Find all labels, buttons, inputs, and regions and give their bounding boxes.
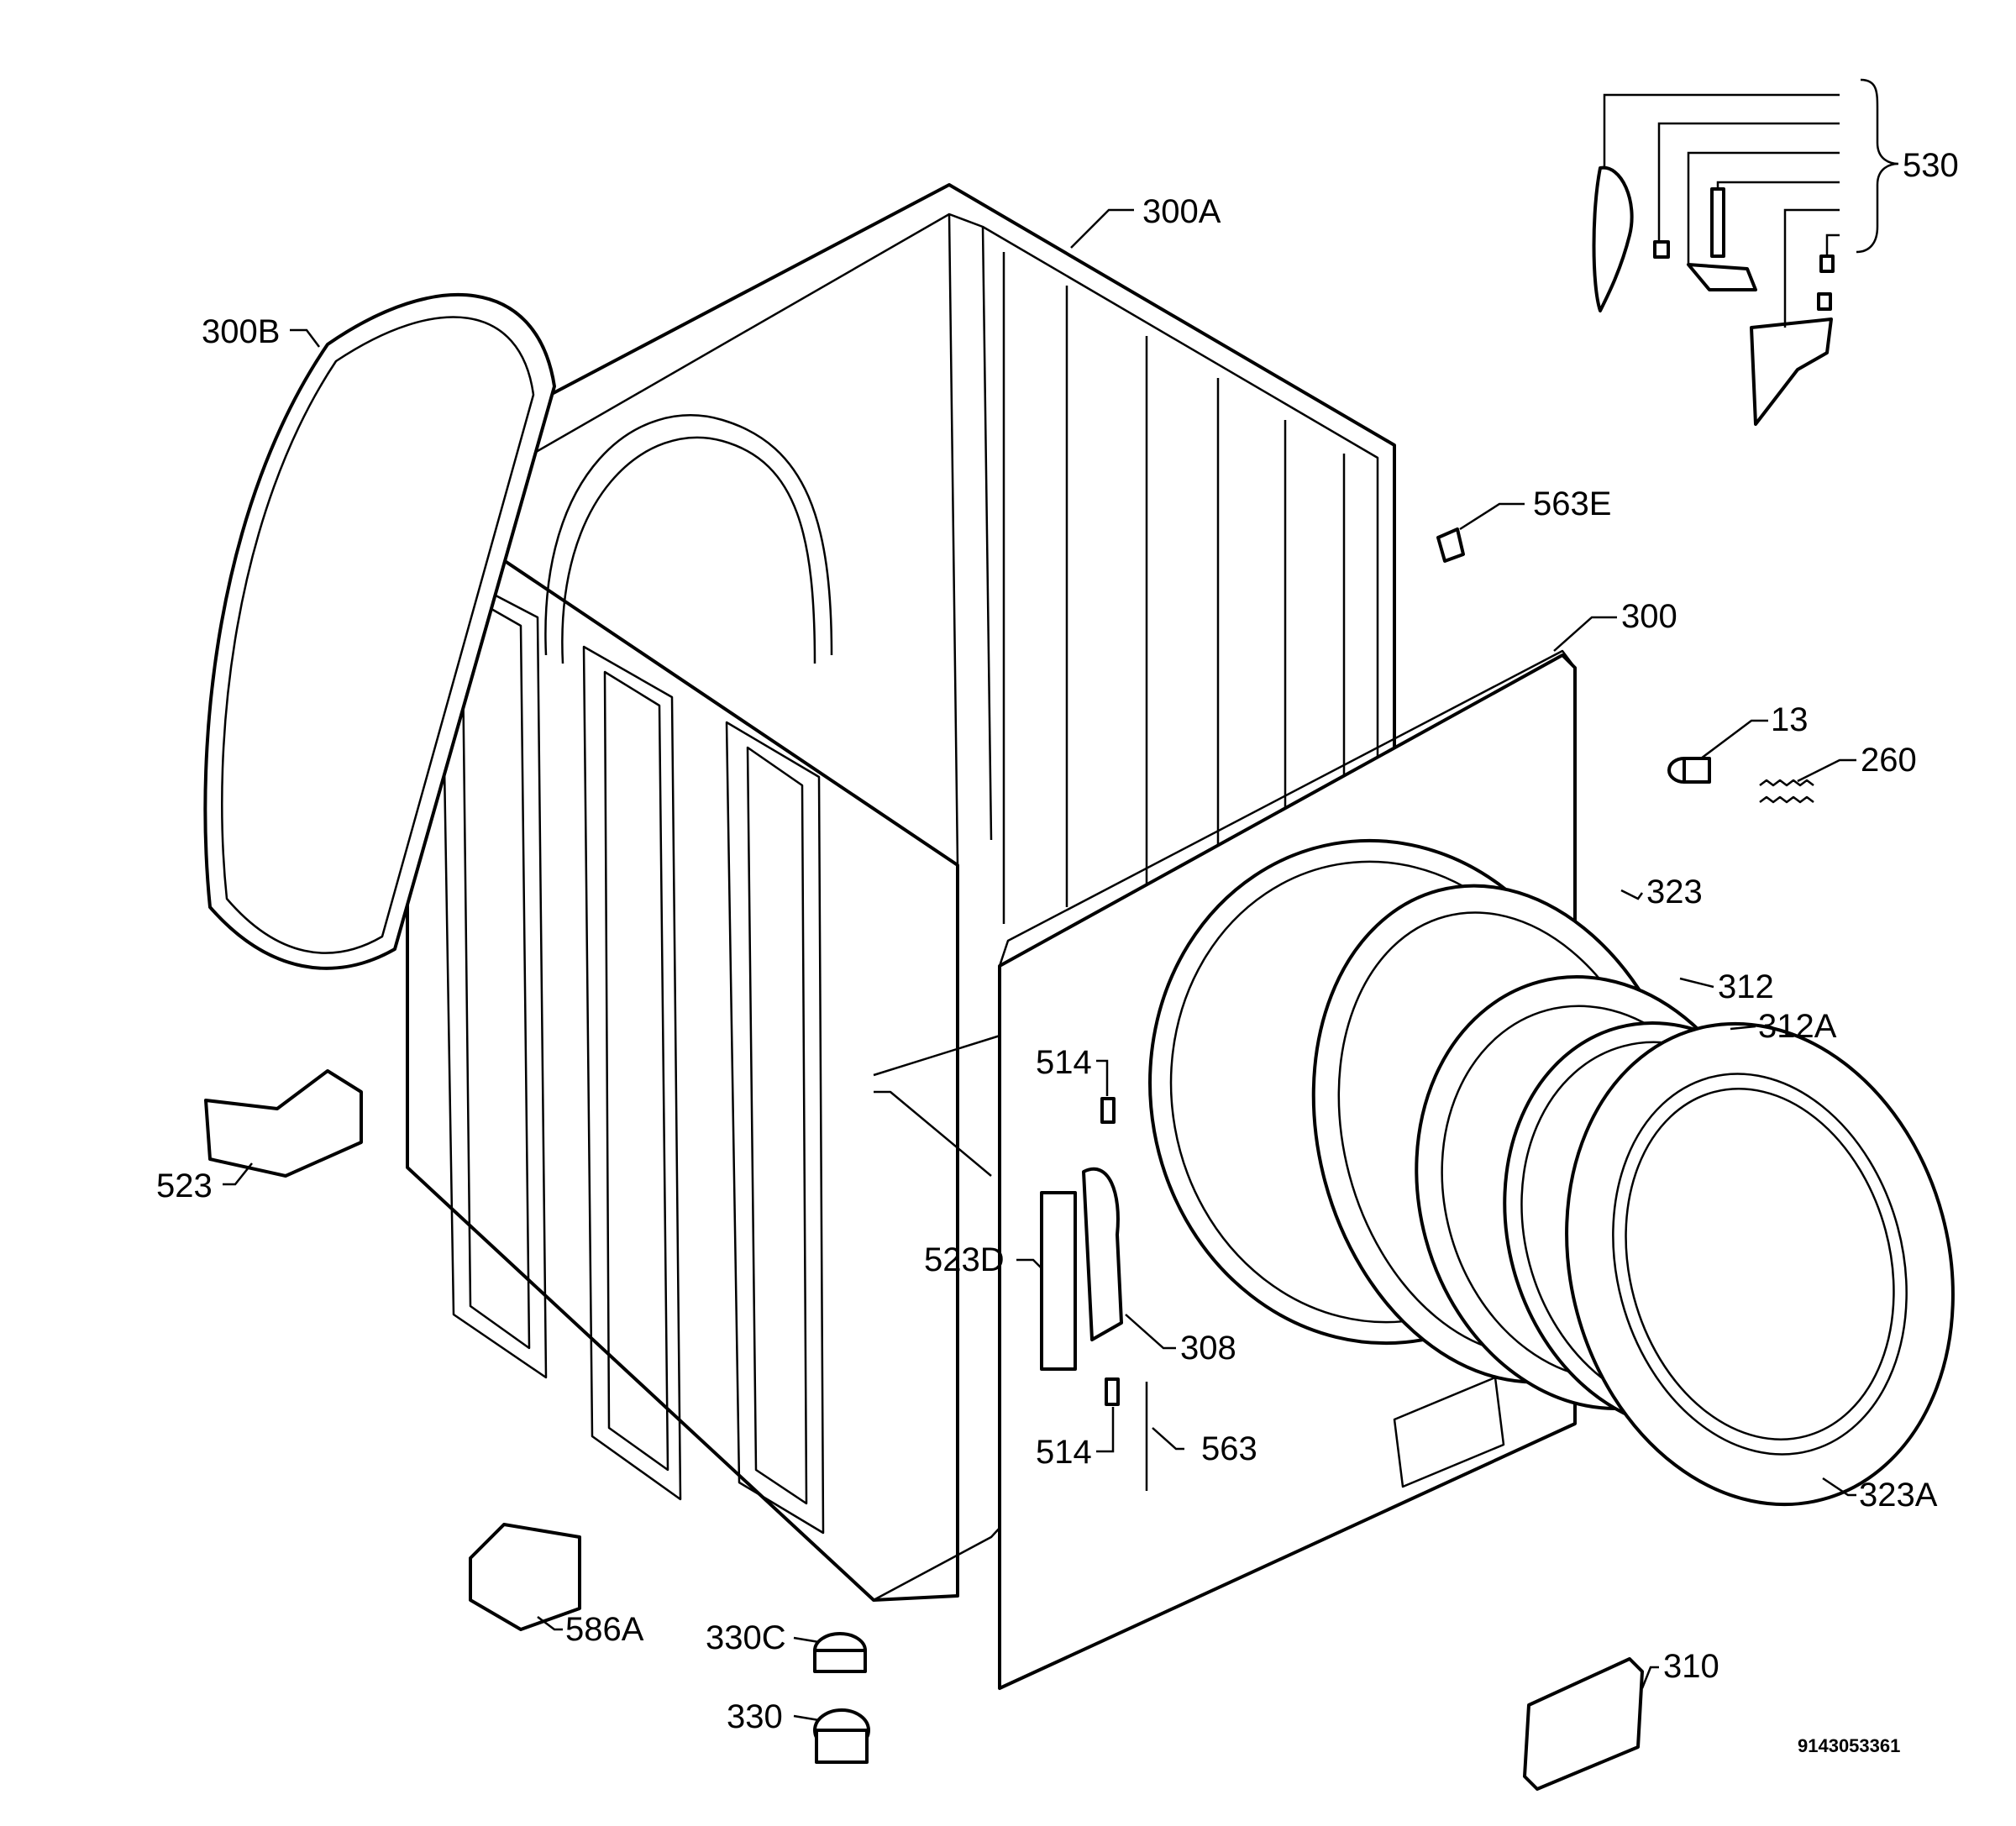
label-300B: 300B bbox=[202, 313, 280, 350]
label-300: 300 bbox=[1621, 598, 1677, 635]
label-514-bottom: 514 bbox=[1036, 1434, 1092, 1471]
label-523D: 523D bbox=[924, 1241, 1005, 1278]
label-514-top: 514 bbox=[1036, 1044, 1092, 1081]
label-330: 330 bbox=[727, 1698, 783, 1735]
leader-lines bbox=[223, 78, 1899, 1722]
label-300A: 300A bbox=[1142, 193, 1221, 230]
door-ring-323A bbox=[1565, 1021, 1955, 1507]
label-323A: 323A bbox=[1859, 1477, 1938, 1514]
label-310: 310 bbox=[1663, 1648, 1719, 1685]
label-563E: 563E bbox=[1533, 485, 1611, 522]
label-530: 530 bbox=[1903, 147, 1959, 184]
label-308: 308 bbox=[1180, 1330, 1236, 1367]
rear-gasket-300B bbox=[203, 292, 556, 970]
label-330C: 330C bbox=[706, 1619, 786, 1656]
label-312A: 312A bbox=[1758, 1008, 1837, 1045]
label-260: 260 bbox=[1861, 742, 1917, 779]
label-586A: 586A bbox=[565, 1611, 644, 1648]
part-labels: 530 300A 300B 563E 300 13 260 323 312 31… bbox=[156, 147, 1959, 1756]
label-312: 312 bbox=[1718, 968, 1774, 1005]
label-323: 323 bbox=[1646, 874, 1703, 910]
drawing-number: 9143053361 bbox=[1798, 1735, 1900, 1756]
small-parts bbox=[204, 527, 1814, 1791]
label-13: 13 bbox=[1771, 701, 1809, 738]
label-523: 523 bbox=[156, 1167, 213, 1204]
label-563: 563 bbox=[1201, 1430, 1257, 1467]
hinge-530 bbox=[1592, 165, 1835, 426]
